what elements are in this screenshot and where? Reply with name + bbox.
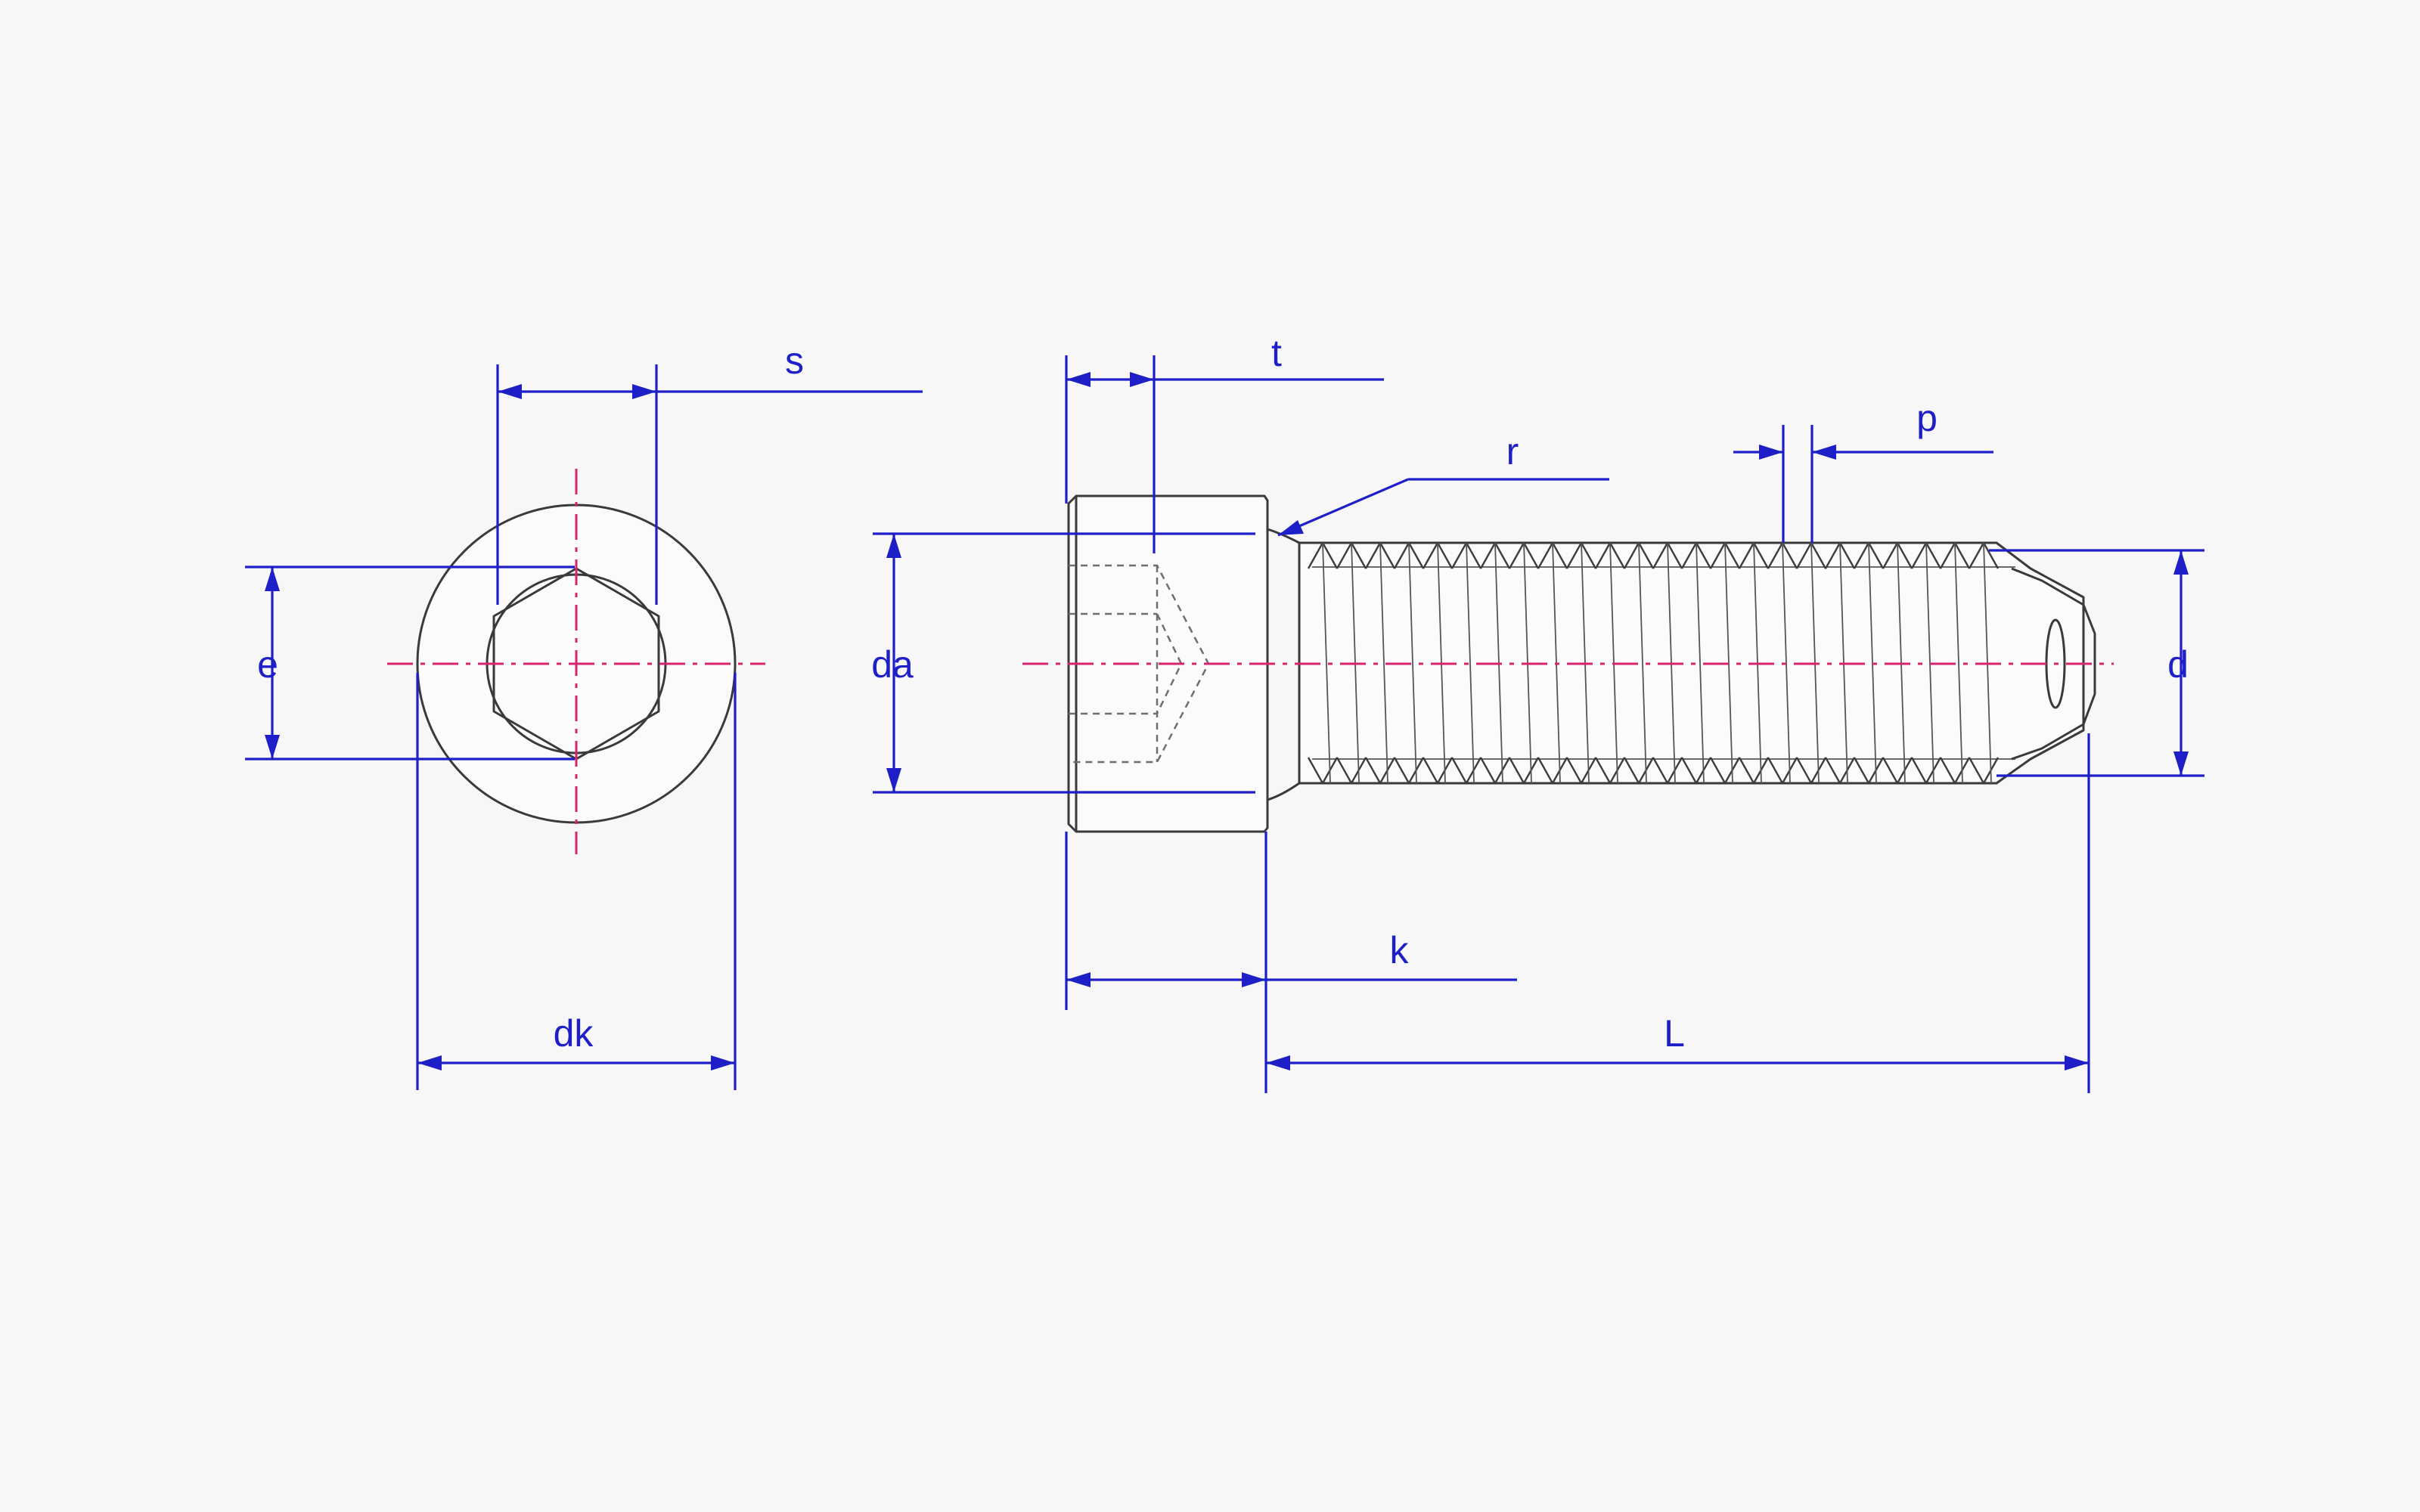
dimension-dk: dk <box>416 673 737 1090</box>
dim-label-L: L <box>1664 1012 1685 1055</box>
dimension-d: d <box>1989 549 2204 777</box>
dimensions: s e dk t <box>245 332 2204 1093</box>
dim-label-d: d <box>2167 643 2189 686</box>
dim-label-k: k <box>1390 929 1410 971</box>
dim-label-e: e <box>257 643 278 686</box>
dim-label-p: p <box>1916 397 1938 439</box>
dimension-L: L <box>1266 733 2090 1093</box>
thread-teeth-bottom <box>1307 757 2000 785</box>
dim-label-t: t <box>1271 332 1282 374</box>
end-view <box>387 469 765 854</box>
dimension-p: p <box>1733 397 1993 543</box>
dim-label-da: da <box>871 643 914 686</box>
dimension-k: k <box>1065 832 1517 1093</box>
dimension-t: t <box>1065 332 1384 553</box>
dimension-da: da <box>871 532 1255 794</box>
dim-label-s: s <box>785 339 804 382</box>
dimension-e: e <box>245 565 575 761</box>
dimension-s: s <box>496 339 923 605</box>
dim-label-dk: dk <box>554 1012 594 1055</box>
dim-label-r: r <box>1506 430 1519 472</box>
screw-tip-cone <box>2011 567 2096 761</box>
dimension-r: r <box>1277 430 1609 537</box>
side-view <box>1022 494 2114 833</box>
